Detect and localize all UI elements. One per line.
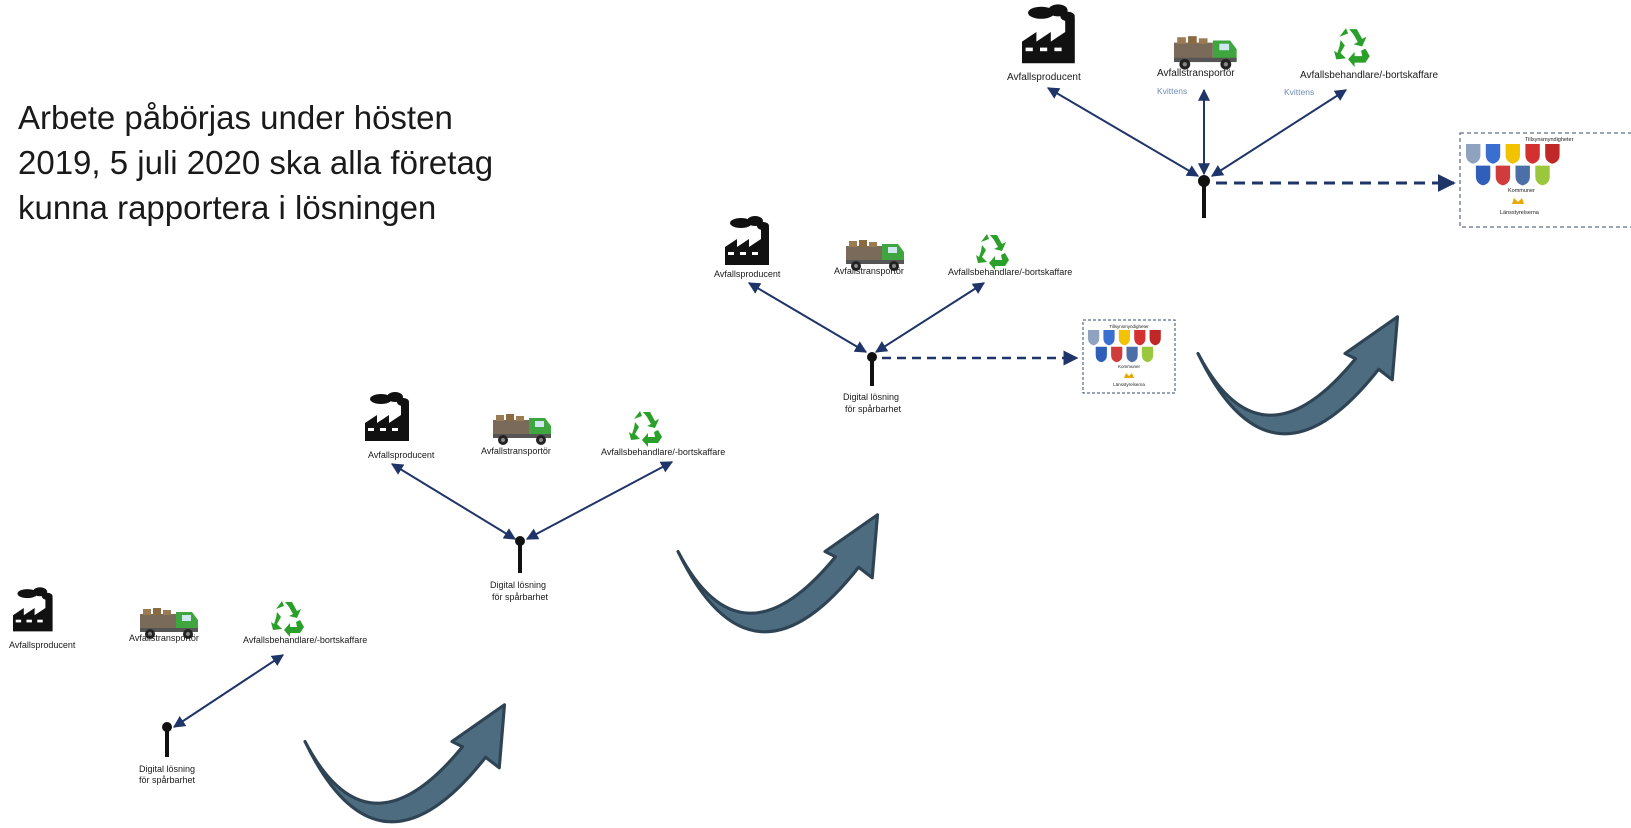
treater-label: Avfallsbehandlare/-bortskaffare <box>601 447 725 457</box>
crown-icon <box>1124 373 1134 378</box>
hub-label-line-1: Digital lösning <box>490 580 546 590</box>
authorities-title: Tillsynsmyndigheter <box>1109 324 1149 329</box>
hub-node <box>867 352 877 362</box>
producer-label: Avfallsproducent <box>9 640 76 650</box>
arrow-treater-hub <box>525 461 674 540</box>
hub-label-line-1: Digital lösning <box>843 392 899 402</box>
transporter-label: Avfallstransportör <box>481 446 551 456</box>
intro-line-1: Arbete påbörjas under hösten <box>18 99 453 136</box>
truck-icon <box>1174 36 1237 70</box>
recycle-icon <box>976 234 1009 270</box>
intro-line-3: kunna rapportera i lösningen <box>18 189 437 226</box>
authorities-title: Tillsynsmyndigheter <box>1525 137 1574 143</box>
recycle-icon <box>271 601 304 637</box>
receipt-transporter-label: Kvittens <box>1157 86 1187 96</box>
transporter-label: Avfallstransportör <box>129 633 199 643</box>
stage-4: Avfallsproducent Avfallstransportör Kvit… <box>1007 4 1631 228</box>
arrow-treater-hub <box>874 282 986 353</box>
receipt-treater-label: Kvittens <box>1284 87 1314 97</box>
factory-icon <box>725 216 769 265</box>
arrow-producer-hub <box>1046 87 1200 177</box>
curved-arrow-icon <box>676 513 880 634</box>
arrow-producer-hub <box>390 463 517 540</box>
curved-arrow-icon <box>303 703 507 824</box>
hub-label-line-2: för spårbarhet <box>492 592 549 602</box>
treater-label: Avfallsbehandlare/-bortskaffare <box>1300 70 1438 81</box>
truck-icon <box>493 414 551 445</box>
producer-label: Avfallsproducent <box>368 450 435 460</box>
arrow-producer-treater <box>172 654 285 728</box>
lansstyrelserna-label: Länsstyrelserna <box>1500 210 1540 216</box>
producer-label: Avfallsproducent <box>1007 72 1081 83</box>
hub-label-line-2: för spårbarhet <box>845 404 902 414</box>
stage-2: Avfallsproducent Avfallstransportör Avfa… <box>365 392 725 602</box>
factory-icon <box>1022 4 1075 64</box>
curved-arrow-icon <box>1196 315 1400 436</box>
hub-label-line-1: Digital lösning <box>139 764 195 774</box>
stage-3: Avfallsproducent Avfallstransportör Avfa… <box>714 216 1176 414</box>
kommuner-label: Kommuner <box>1508 188 1535 194</box>
kommuner-label: Kommuner <box>1118 364 1141 369</box>
intro-line-2: 2019, 5 juli 2020 ska alla företag <box>18 144 494 181</box>
factory-icon <box>12 587 53 632</box>
treater-label: Avfallsbehandlare/-bortskaffare <box>243 635 367 645</box>
hub-node <box>515 536 525 546</box>
intro-text: Arbete påbörjas under hösten 2019, 5 jul… <box>18 95 638 230</box>
transporter-label: Avfallstransportör <box>834 266 904 276</box>
hub-node <box>162 722 172 732</box>
producer-label: Avfallsproducent <box>714 269 781 279</box>
stage-1: Avfallsproducent Avfallstransportör Avfa… <box>9 587 367 785</box>
transporter-label: Avfallstransportör <box>1157 68 1235 79</box>
lansstyrelserna-label: Länsstyrelserna <box>1113 382 1145 387</box>
recycle-icon <box>1334 28 1370 67</box>
authorities-box: Tillsynsmyndigheter Kommuner Länsstyrels… <box>1082 319 1176 394</box>
authorities-box: Tillsynsmyndigheter Kommuner Länsstyrels… <box>1459 132 1631 228</box>
factory-icon <box>365 392 409 441</box>
treater-label: Avfallsbehandlare/-bortskaffare <box>948 267 1072 277</box>
crown-icon <box>1512 198 1524 204</box>
arrow-treater-hub <box>1210 89 1348 177</box>
recycle-icon <box>629 411 662 447</box>
arrow-producer-hub <box>747 282 868 353</box>
hub-node <box>1198 175 1210 187</box>
hub-label-line-2: för spårbarhet <box>139 775 196 785</box>
